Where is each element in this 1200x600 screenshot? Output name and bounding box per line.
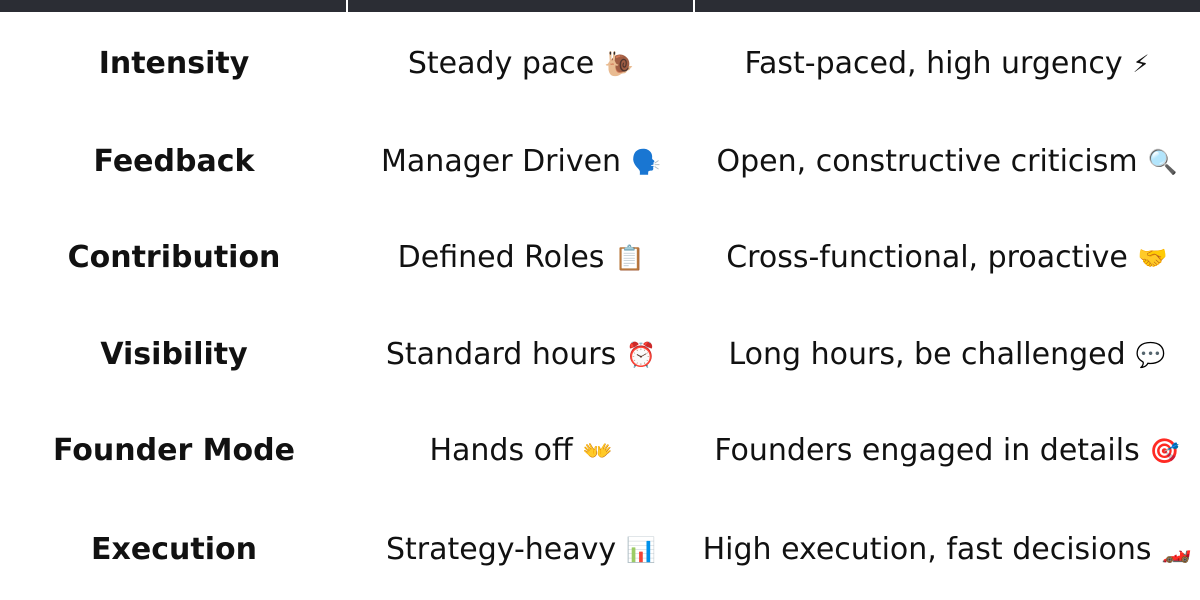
column-b-text: High execution, fast decisions <box>702 532 1152 567</box>
column-a-cell: Steady pace 🐌 <box>348 34 694 94</box>
header-column-divider <box>693 0 695 12</box>
snail-icon: 🐌 <box>604 50 635 78</box>
column-b-text: Open, constructive criticism <box>716 144 1138 179</box>
column-b-cell: Cross-functional, proactive 🤝 <box>694 228 1200 288</box>
row-label: Visibility <box>100 337 248 372</box>
column-b-text: Founders engaged in details <box>714 433 1140 468</box>
column-a-text: Steady pace <box>407 46 595 81</box>
row-label: Intensity <box>98 46 250 81</box>
target-icon: 🎯 <box>1149 437 1180 465</box>
column-b-cell: Fast-paced, high urgency ⚡ <box>694 34 1200 94</box>
open-hands-icon: 👐 <box>582 437 613 465</box>
column-a-text: Strategy-heavy <box>385 532 617 567</box>
table-row: Visibility Standard hours ⏰ Long hours, … <box>0 325 1200 385</box>
column-a-cell: Defined Roles 📋 <box>348 228 694 288</box>
row-label: Contribution <box>67 240 281 275</box>
column-b-cell: Open, constructive criticism 🔍 <box>694 132 1200 192</box>
bar-chart-icon: 📊 <box>626 536 657 564</box>
column-a-text: Defined Roles <box>397 240 605 275</box>
handshake-icon: 🤝 <box>1137 244 1168 272</box>
row-label: Feedback <box>93 144 255 179</box>
column-a-cell: Manager Driven 🗣️ <box>348 132 694 192</box>
alarm-clock-icon: ⏰ <box>626 341 657 369</box>
table-row: Feedback Manager Driven 🗣️ Open, constru… <box>0 132 1200 192</box>
race-car-icon: 🏎️ <box>1161 536 1192 564</box>
speaking-head-icon: 🗣️ <box>631 148 661 176</box>
column-a-cell: Strategy-heavy 📊 <box>348 520 694 580</box>
row-label: Execution <box>91 532 257 567</box>
column-b-cell: High execution, fast decisions 🏎️ <box>694 520 1200 580</box>
column-b-text: Long hours, be challenged <box>728 337 1126 372</box>
header-column-divider <box>346 0 348 12</box>
table-row: Contribution Defined Roles 📋 Cross-funct… <box>0 228 1200 288</box>
table-row: Intensity Steady pace 🐌 Fast-paced, high… <box>0 34 1200 94</box>
column-a-text: Manager Driven <box>381 144 622 179</box>
speech-bubble-icon: 💬 <box>1135 341 1166 369</box>
column-b-cell: Founders engaged in details 🎯 <box>694 421 1200 481</box>
column-b-text: Fast-paced, high urgency <box>744 46 1123 81</box>
column-b-cell: Long hours, be challenged 💬 <box>694 325 1200 385</box>
column-b-text: Cross-functional, proactive <box>726 240 1128 275</box>
column-a-text: Standard hours <box>385 337 617 372</box>
table-row: Execution Strategy-heavy 📊 High executio… <box>0 520 1200 580</box>
column-a-text: Hands off <box>429 433 573 468</box>
row-label: Founder Mode <box>53 433 295 468</box>
table-row: Founder Mode Hands off 👐 Founders engage… <box>0 421 1200 481</box>
table-header-strip <box>0 0 1200 12</box>
comparison-table: Intensity Steady pace 🐌 Fast-paced, high… <box>0 12 1200 600</box>
column-a-cell: Standard hours ⏰ <box>348 325 694 385</box>
clipboard-icon: 📋 <box>614 244 645 272</box>
lightning-icon: ⚡ <box>1132 50 1150 78</box>
magnifying-glass-icon: 🔍 <box>1147 148 1178 176</box>
column-a-cell: Hands off 👐 <box>348 421 694 481</box>
